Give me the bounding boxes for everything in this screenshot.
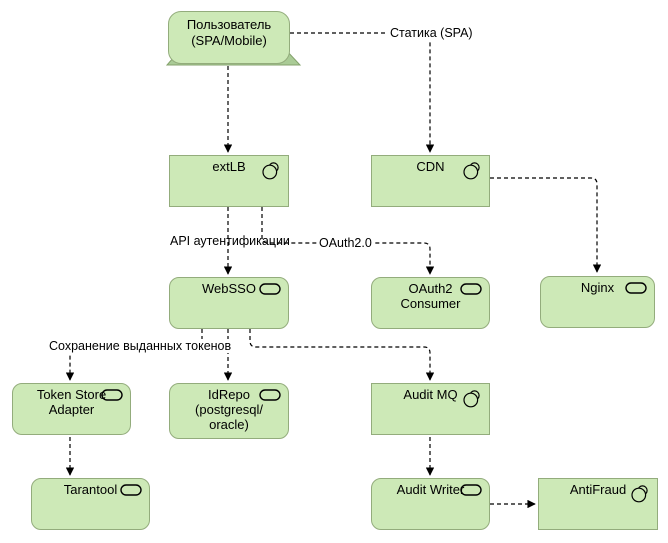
double-circle-icon bbox=[463, 390, 480, 408]
pill-icon bbox=[625, 282, 647, 294]
node-websso[interactable]: WebSSO bbox=[169, 277, 289, 329]
node-label: WebSSO bbox=[202, 281, 256, 296]
connector-websso-auditmq bbox=[249, 329, 435, 381]
pill-icon bbox=[259, 389, 281, 401]
connector-websso-tokenstore bbox=[65, 329, 203, 381]
node-nginx[interactable]: Nginx bbox=[540, 276, 655, 328]
pill-icon bbox=[120, 484, 142, 496]
pill-icon bbox=[460, 484, 482, 496]
pill-icon bbox=[101, 389, 123, 401]
node-label-line: oracle) bbox=[209, 417, 249, 432]
pill-icon bbox=[460, 283, 482, 295]
node-label-line: (postgresql/ bbox=[195, 402, 263, 417]
double-circle-icon bbox=[631, 485, 648, 503]
node-extlb[interactable]: extLB bbox=[169, 155, 289, 207]
node-label: AntiFraud bbox=[569, 482, 627, 497]
double-circle-icon bbox=[262, 162, 279, 180]
node-label: Nginx bbox=[580, 280, 615, 295]
edge-label-oauth20: OAuth2.0 bbox=[317, 236, 374, 250]
node-label-line: Пользователь bbox=[186, 17, 272, 32]
connector-cdn-nginx bbox=[490, 177, 602, 273]
node-tarantool[interactable]: Tarantool bbox=[31, 478, 150, 530]
node-label: Tarantool bbox=[63, 482, 118, 497]
node-label-line: Token Store bbox=[36, 387, 107, 402]
node-label: extLB bbox=[212, 159, 246, 174]
node-oauth2-consumer[interactable]: OAuth2 Consumer bbox=[371, 277, 490, 329]
node-label-line: Adapter bbox=[48, 402, 95, 417]
node-antifraud[interactable]: AntiFraud bbox=[538, 478, 658, 530]
node-label-line: (SPA/Mobile) bbox=[191, 33, 267, 48]
node-label-line: OAuth2 bbox=[408, 281, 453, 296]
node-label: Audit Writer bbox=[396, 482, 465, 497]
node-idrepo[interactable]: IdRepo (postgresql/ oracle) bbox=[169, 383, 289, 439]
node-token-store-adapter[interactable]: Token Store Adapter bbox=[12, 383, 131, 435]
node-label-line: Consumer bbox=[400, 296, 461, 311]
edge-label-statika: Статика (SPA) bbox=[388, 26, 475, 40]
node-audit-mq[interactable]: Audit MQ bbox=[371, 383, 490, 435]
node-label: Audit MQ bbox=[403, 387, 458, 402]
connector-user-cdn bbox=[290, 32, 435, 153]
pill-icon bbox=[259, 283, 281, 295]
node-cdn[interactable]: CDN bbox=[371, 155, 490, 207]
double-circle-icon bbox=[463, 162, 480, 180]
edge-label-api-auth: API аутентификации bbox=[170, 234, 290, 248]
node-label-line: IdRepo bbox=[208, 387, 250, 402]
node-audit-writer[interactable]: Audit Writer bbox=[371, 478, 490, 530]
node-label: CDN bbox=[416, 159, 445, 174]
node-user[interactable]: Пользователь (SPA/Mobile) bbox=[154, 10, 304, 67]
edge-label-token-save: Сохранение выданных токенов bbox=[47, 339, 234, 353]
node-user-body: Пользователь (SPA/Mobile) bbox=[168, 11, 290, 64]
